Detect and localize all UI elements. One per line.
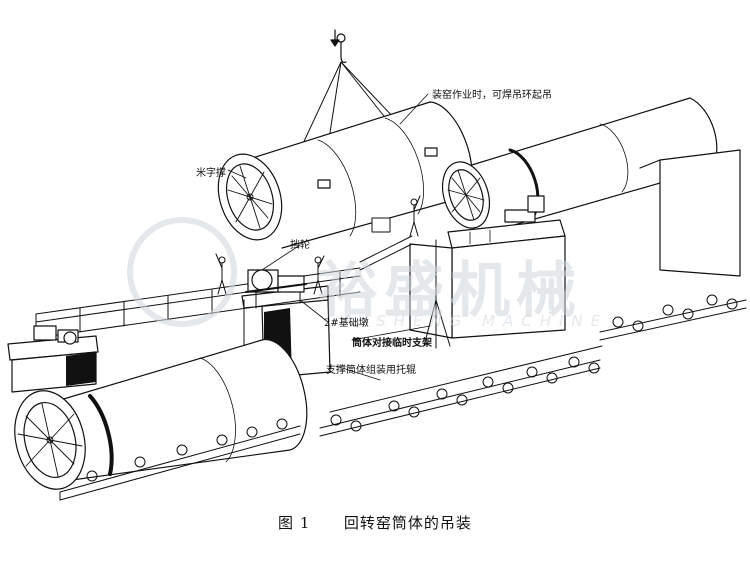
roller-frame-middle bbox=[319, 345, 603, 437]
crane-hook bbox=[330, 29, 347, 63]
label-cross-brace: 米字撑 bbox=[196, 168, 226, 179]
figure-caption: 图 1 回转窑筒体的吊装 bbox=[0, 512, 750, 533]
watermark-brand-text: 裕盛机械 bbox=[318, 256, 582, 326]
stop-wheel-unit bbox=[245, 269, 307, 293]
watermark-logo bbox=[127, 217, 237, 327]
pier-center bbox=[409, 195, 566, 339]
roller-frame-right bbox=[599, 294, 747, 341]
pier-left bbox=[7, 335, 99, 393]
label-butt-support: 筒体对接临时支架 bbox=[352, 338, 432, 349]
figure-number: 图 1 bbox=[278, 514, 311, 532]
label-stop-wheel: 挡轮 bbox=[290, 240, 310, 251]
watermark-latin-text: YUSHENG MACHINE bbox=[340, 312, 609, 330]
roller-frame-lower-left bbox=[59, 418, 301, 501]
leader-lines bbox=[227, 93, 431, 381]
hanging-kiln-shell bbox=[217, 101, 473, 249]
worker-figures bbox=[215, 195, 421, 295]
pier-right bbox=[639, 149, 741, 277]
installed-kiln-upper bbox=[441, 97, 718, 233]
label-lift-note: 装窑作业时，可焊吊环起吊 bbox=[432, 90, 552, 101]
label-foundation: 2#基础墩 bbox=[324, 318, 369, 329]
cross-brace-spokes bbox=[227, 165, 273, 229]
label-roller-support: 支撑筒体组装用托辊 bbox=[326, 365, 416, 376]
kiln-shell-lower bbox=[14, 338, 308, 490]
drive-motor-left bbox=[33, 325, 79, 345]
figure-title: 回转窑筒体的吊装 bbox=[343, 514, 472, 532]
